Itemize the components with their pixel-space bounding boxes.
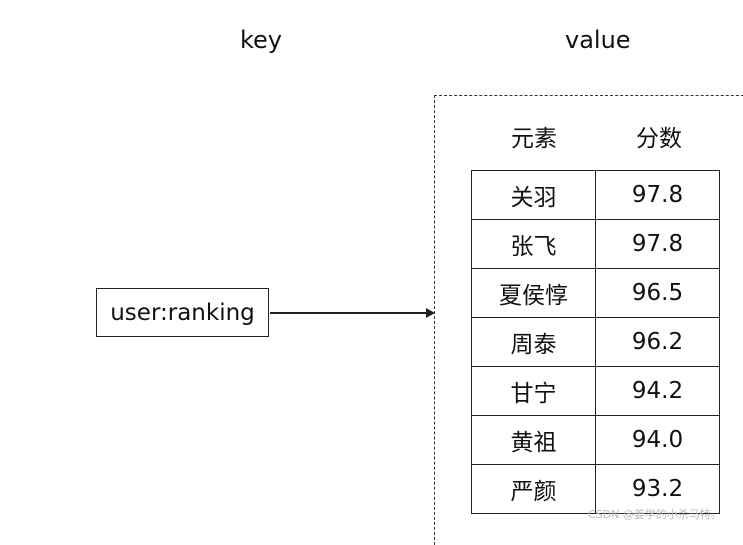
score-cell: 94.0 xyxy=(595,415,720,465)
column-header-score: 分数 xyxy=(636,126,682,152)
member-cell: 张飞 xyxy=(471,219,596,269)
value-heading: value xyxy=(565,26,631,54)
score-cell: 96.2 xyxy=(595,317,720,367)
table-row: 周泰 96.2 xyxy=(471,317,720,367)
member-cell: 夏侯惇 xyxy=(471,268,596,318)
table-row: 严颜 93.2 xyxy=(471,464,720,514)
arrow-head-icon xyxy=(426,308,435,318)
key-heading: key xyxy=(240,26,283,54)
member-cell: 甘宁 xyxy=(471,366,596,416)
zset-table: 关羽 97.8 张飞 97.8 夏侯惇 96.5 周泰 96.2 甘宁 94.2… xyxy=(471,170,720,514)
table-row: 关羽 97.8 xyxy=(471,170,720,220)
watermark: CSDN @姜学的小杀马特。 xyxy=(588,508,722,521)
member-cell: 严颜 xyxy=(471,464,596,514)
value-container xyxy=(434,95,743,545)
score-cell: 93.2 xyxy=(595,464,720,514)
score-cell: 94.2 xyxy=(595,366,720,416)
member-cell: 周泰 xyxy=(471,317,596,367)
table-row: 张飞 97.8 xyxy=(471,219,720,269)
column-header-member: 元素 xyxy=(511,126,557,152)
table-row: 夏侯惇 96.5 xyxy=(471,268,720,318)
member-cell: 黄祖 xyxy=(471,415,596,465)
member-cell: 关羽 xyxy=(471,170,596,220)
score-cell: 97.8 xyxy=(595,219,720,269)
table-row: 黄祖 94.0 xyxy=(471,415,720,465)
score-cell: 96.5 xyxy=(595,268,720,318)
key-box: user:ranking xyxy=(96,288,269,337)
score-cell: 97.8 xyxy=(595,170,720,220)
arrow-line xyxy=(270,312,428,314)
table-row: 甘宁 94.2 xyxy=(471,366,720,416)
